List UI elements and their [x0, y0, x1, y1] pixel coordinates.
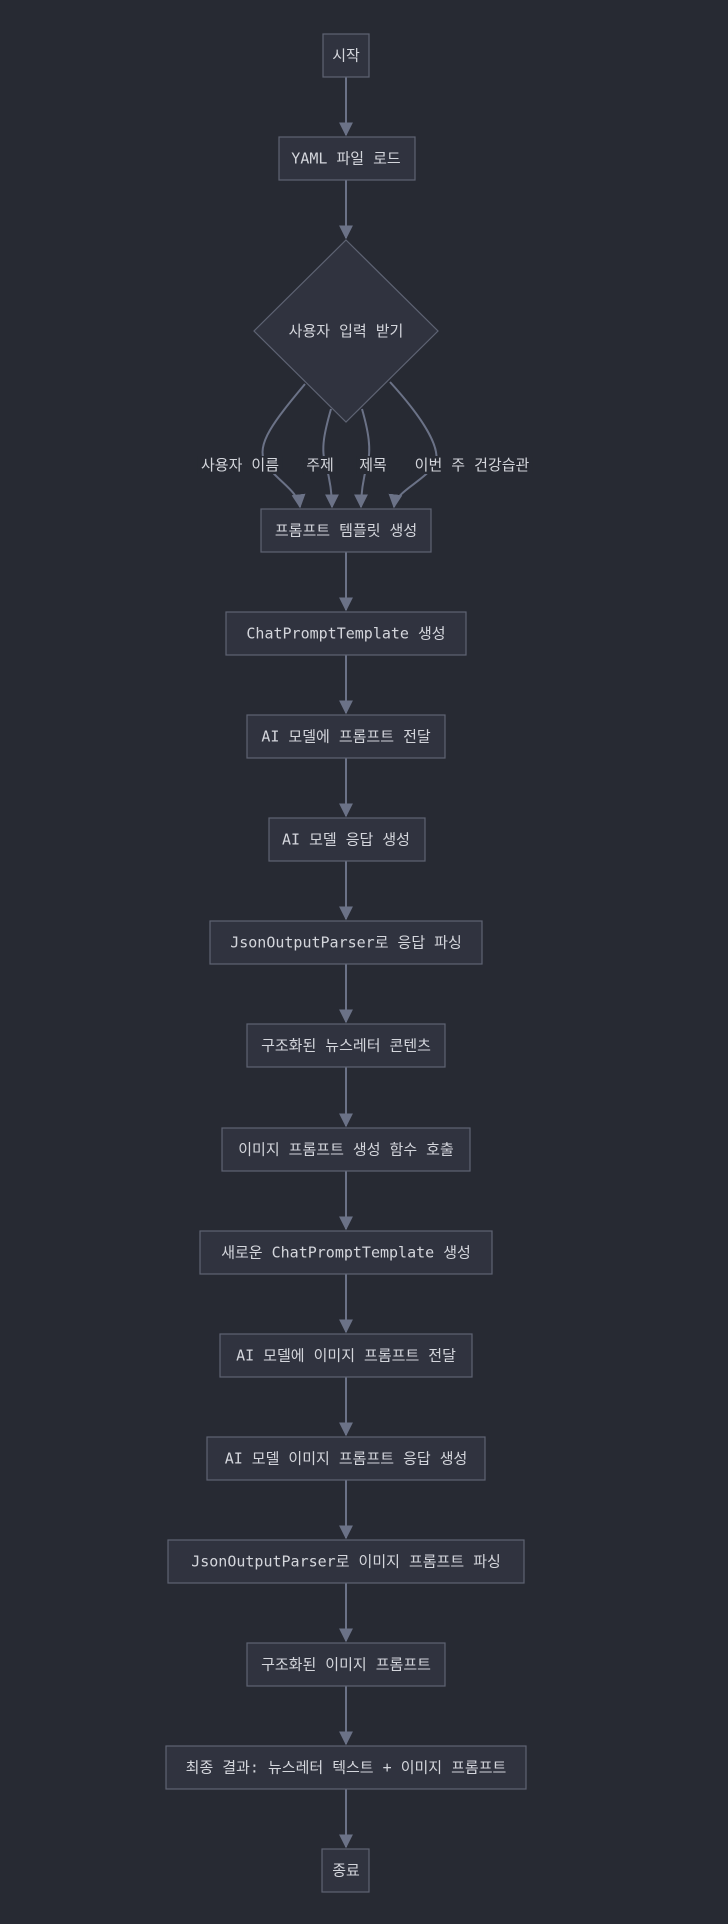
node-box	[225, 611, 467, 656]
node-ai-response: AI 모델 응답 생성	[268, 817, 426, 862]
branch-label: 제목	[359, 456, 387, 474]
node-label: JsonOutputParser로 응답 파싱	[230, 934, 462, 952]
node-label: YAML 파일 로드	[291, 150, 401, 168]
node-label: 종료	[332, 1862, 360, 1880]
node-send-image-prompt: AI 모델에 이미지 프롬프트 전달	[219, 1333, 473, 1378]
node-box	[246, 714, 446, 759]
node-box	[246, 1642, 446, 1687]
branch-label-bg	[197, 456, 283, 474]
node-structured-image-prompt: 구조화된 이미지 프롬프트	[246, 1642, 446, 1687]
node-box	[209, 920, 483, 965]
branch-edge	[388, 381, 438, 509]
node-box	[221, 1127, 471, 1172]
node-label: ChatPromptTemplate 생성	[246, 625, 445, 643]
node-load-yaml: YAML 파일 로드	[278, 136, 416, 181]
node-box	[199, 1230, 493, 1275]
branch-label-bg	[303, 456, 337, 474]
node-prompt-template: 프롬프트 템플릿 생성	[260, 508, 432, 553]
decision-diamond	[253, 239, 439, 423]
node-box	[206, 1436, 486, 1481]
node-end: 종료	[321, 1848, 370, 1893]
branch-label: 사용자 이름	[201, 456, 279, 474]
node-label: 시작	[332, 47, 360, 65]
node-label: 새로운 ChatPromptTemplate 생성	[221, 1244, 471, 1262]
node-label: 이미지 프롬프트 생성 함수 호출	[238, 1141, 454, 1159]
node-label: 사용자 입력 받기	[289, 322, 404, 340]
node-label: AI 모델에 이미지 프롬프트 전달	[236, 1347, 456, 1365]
node-ai-image-response: AI 모델 이미지 프롬프트 응답 생성	[206, 1436, 486, 1481]
node-box	[278, 136, 416, 181]
node-image-prompt-func: 이미지 프롬프트 생성 함수 호출	[221, 1127, 471, 1172]
node-label: 최종 결과: 뉴스레터 텍스트 + 이미지 프롬프트	[186, 1759, 507, 1777]
node-chat-prompt-template: ChatPromptTemplate 생성	[225, 611, 467, 656]
node-label: 구조화된 뉴스레터 콘텐츠	[261, 1037, 431, 1055]
node-new-chat-prompt-template: 새로운 ChatPromptTemplate 생성	[199, 1230, 493, 1275]
node-user-input: 사용자 입력 받기	[253, 239, 439, 423]
node-box	[321, 1848, 370, 1893]
branch-label: 이번 주 건강습관	[415, 456, 530, 474]
node-box	[260, 508, 432, 553]
node-label: 구조화된 이미지 프롬프트	[261, 1656, 431, 1674]
node-box	[322, 33, 370, 78]
node-label: AI 모델 이미지 프롬프트 응답 생성	[225, 1450, 468, 1468]
node-box	[165, 1745, 527, 1790]
branch-label-bg	[411, 456, 533, 474]
node-box	[219, 1333, 473, 1378]
node-label: JsonOutputParser로 이미지 프롬프트 파싱	[191, 1553, 501, 1571]
node-final-result: 최종 결과: 뉴스레터 텍스트 + 이미지 프롬프트	[165, 1745, 527, 1790]
node-newsletter-content: 구조화된 뉴스레터 콘텐츠	[246, 1023, 446, 1068]
node-label: AI 모델에 프롬프트 전달	[261, 728, 431, 746]
node-label: 프롬프트 템플릿 생성	[275, 522, 417, 540]
node-parse-image-prompt: JsonOutputParser로 이미지 프롬프트 파싱	[167, 1539, 525, 1584]
branch-label: 주제	[306, 456, 334, 474]
node-start: 시작	[322, 33, 370, 78]
branch-edge	[261, 383, 306, 509]
node-parse-response: JsonOutputParser로 응답 파싱	[209, 920, 483, 965]
node-box	[167, 1539, 525, 1584]
node-send-prompt: AI 모델에 프롬프트 전달	[246, 714, 446, 759]
node-label: AI 모델 응답 생성	[282, 831, 410, 849]
node-box	[246, 1023, 446, 1068]
branch-label-bg	[356, 456, 390, 474]
node-box	[268, 817, 426, 862]
